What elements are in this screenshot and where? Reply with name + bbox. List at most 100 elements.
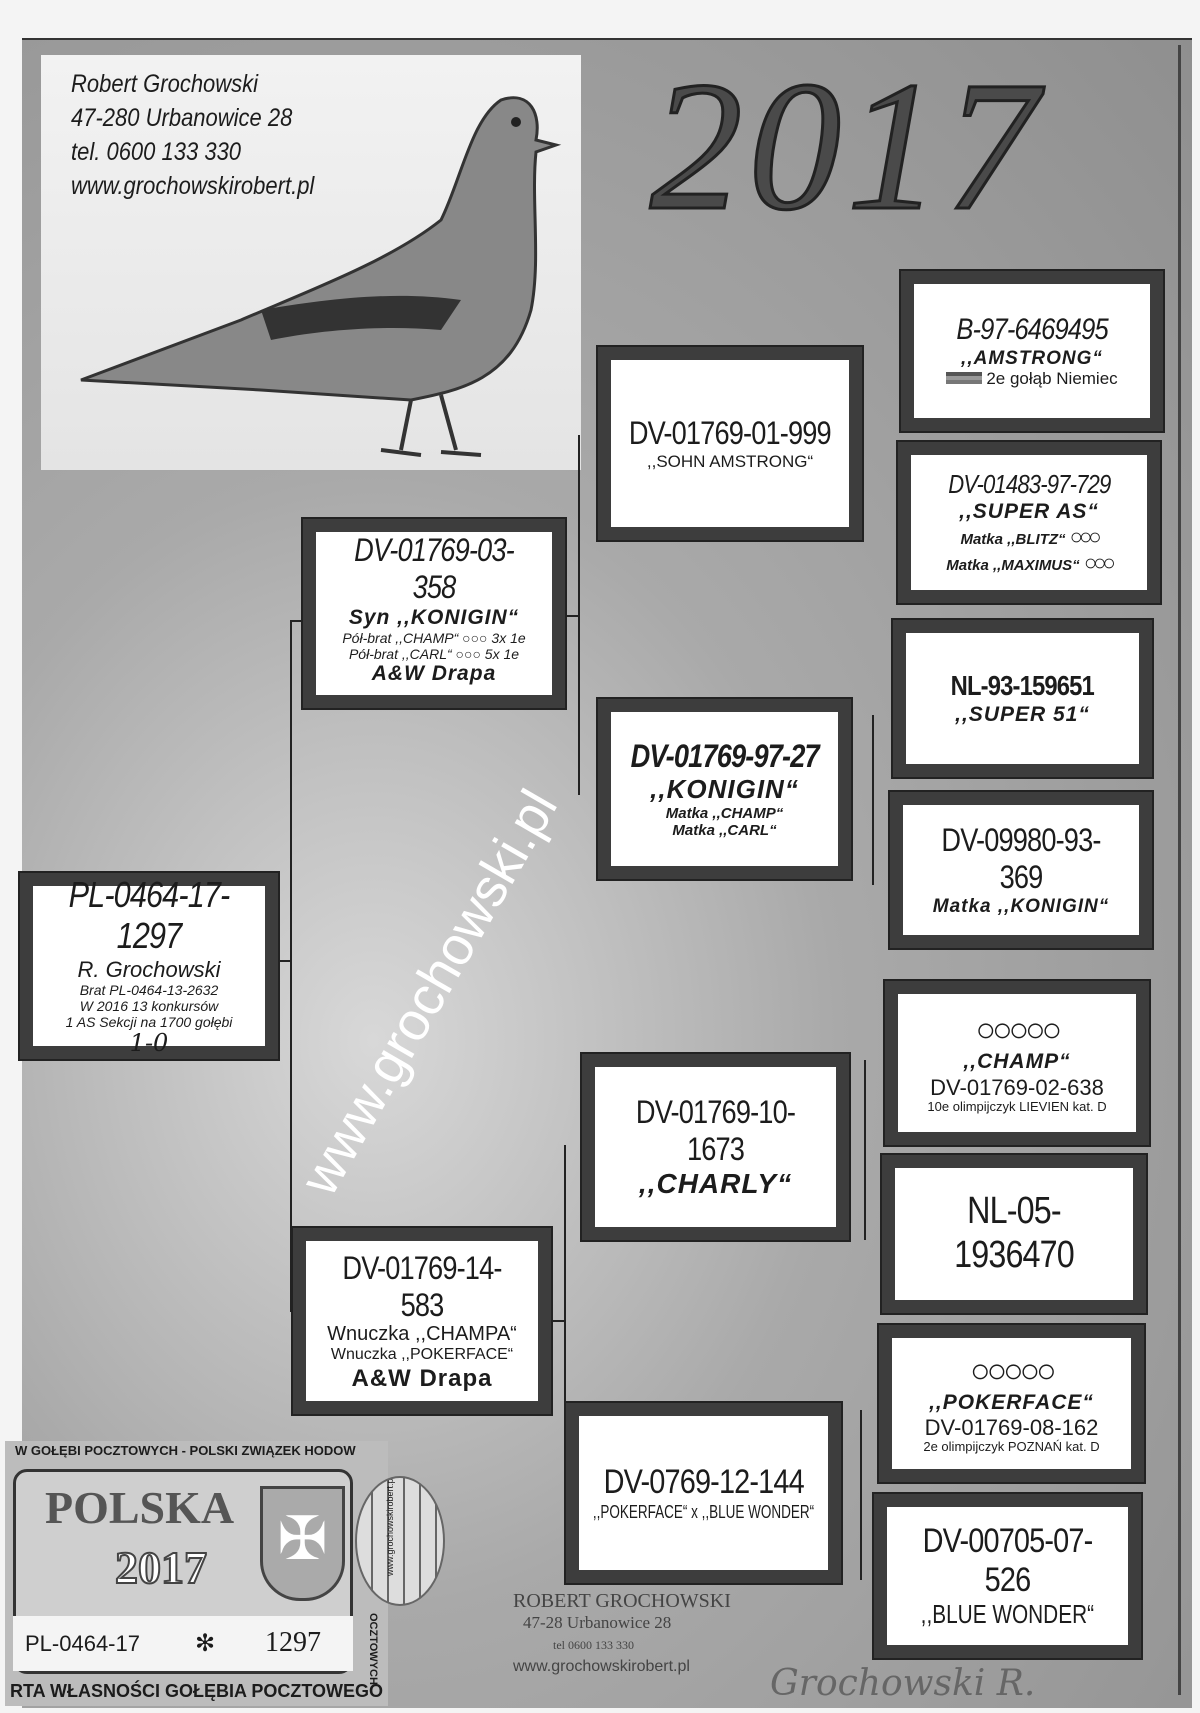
- ring-number: NL-93-159651: [950, 670, 1095, 702]
- pigeon-main: PL-0464-17-1297 R. Grochowski Brat PL-04…: [18, 871, 280, 1061]
- pigeon-sdd: DV-09980-93-369 Matka ,,KONIGIN“: [888, 790, 1154, 950]
- footer-name: ROBERT GROCHOWSKI: [513, 1590, 731, 1612]
- info-line: W 2016 13 konkursów: [79, 998, 219, 1015]
- info-line: Wnuczka ,,CHAMPA“: [327, 1323, 517, 1346]
- ring-number: DV-01769-10-1673: [635, 1094, 796, 1167]
- ring-number: DV-01769-97-27: [630, 738, 819, 775]
- pigeon-sds: NL-93-159651 ,,SUPER 51“: [891, 618, 1154, 779]
- signature: Grochowski R.: [770, 1663, 1036, 1704]
- breeder-address: 47-280 Urbanowice 28: [71, 104, 293, 132]
- pigeon-sss: B-97-6469495 ,,AMSTRONG“ 2e gołąb Niemie…: [899, 269, 1165, 433]
- connector: [864, 1060, 866, 1240]
- pigeon-name: Syn ,,KONIGIN“: [348, 605, 520, 629]
- pigeon-name: ,,BLUE WONDER“: [920, 1599, 1095, 1630]
- info-line: Pół-brat ,,CARL“ ○○○ 5x 1e: [348, 645, 520, 662]
- ring-number: DV-01483-97-729: [947, 469, 1111, 500]
- asterisk-icon: ✻: [195, 1630, 216, 1657]
- eagle-emblem-icon: ✠: [260, 1486, 345, 1601]
- footer-address: 47-28 Urbanowice 28: [523, 1613, 672, 1632]
- info-line: 1 AS Sekcji na 1700 gołębi: [65, 1014, 233, 1031]
- handwritten-note: 1-0: [129, 1029, 169, 1058]
- pigeon-dam-sire: DV-01769-10-1673 ,,CHARLY“: [580, 1052, 851, 1242]
- connector: [578, 435, 580, 795]
- pigeon-name: ,,KONIGIN“: [650, 774, 799, 805]
- breeder-header: Robert Grochowski 47-280 Urbanowice 28 t…: [41, 55, 581, 470]
- pigeon-name: ,,POKERFACE“: [929, 1390, 1094, 1414]
- connector: [290, 1310, 294, 1312]
- ring-number: DV-01769-14-583: [342, 1249, 502, 1323]
- ring-number: DV-01769-03-358: [354, 532, 514, 605]
- info-line: Wnuczka ,,POKERFACE“: [330, 1346, 514, 1364]
- footer-website: www.grochowskirobert.pl: [513, 1658, 690, 1675]
- pigeon-name: ,,AMSTRONG“: [961, 347, 1103, 369]
- connector: [278, 960, 292, 962]
- pigeon-dds: ○○○○○ ,,POKERFACE“ DV-01769-08-162 2e ol…: [877, 1323, 1146, 1484]
- info-line: Brat PL-0464-13-2632: [79, 982, 219, 999]
- info-line: Matka ,,BLITZ“: [960, 531, 1066, 549]
- connector: [564, 1145, 566, 1490]
- ring-number: DV-01769-08-162: [924, 1415, 1099, 1440]
- pigeon-sire: DV-01769-03-358 Syn ,,KONIGIN“ Pół-brat …: [301, 517, 567, 710]
- info-line: 10e olimpijczyk LIEVIEN kat. D: [927, 1098, 1107, 1114]
- pigeon-icon: [80, 96, 562, 457]
- olympic-rings-icon: ○○○: [1083, 549, 1116, 575]
- olympic-rings-icon: ○○○: [1069, 524, 1102, 550]
- stamp-top-text: W GOŁĘBI POCZTOWYCH - POLSKI ZWIĄZEK HOD…: [15, 1443, 356, 1458]
- pigeon-dam-dam: DV-0769-12-144 ,,POKERFACE“ x ,,BLUE WON…: [564, 1401, 843, 1585]
- stamp-ring-number: 1297: [265, 1627, 321, 1658]
- connector: [565, 615, 579, 617]
- breeder: A&W Drapa: [351, 1364, 493, 1392]
- breeder-website: www.grochowskirobert.pl: [71, 172, 315, 200]
- ring-number: DV-00705-07-526: [922, 1521, 1094, 1600]
- breeder-name: Robert Grochowski: [71, 70, 259, 98]
- footer-address-stamp: ROBERT GROCHOWSKI 47-28 Urbanowice 28 te…: [513, 1590, 731, 1678]
- ring-number: NL-05-1936470: [954, 1190, 1075, 1276]
- stamp-country: POLSKA: [45, 1482, 235, 1533]
- pigeon-dam: DV-01769-14-583 Wnuczka ,,CHAMPA“ Wnuczk…: [291, 1226, 553, 1416]
- connector: [551, 1320, 565, 1322]
- ring-number: DV-09980-93-369: [941, 822, 1101, 896]
- connector: [290, 620, 292, 1310]
- pigeon-name: Matka ,,KONIGIN“: [932, 895, 1110, 917]
- info-line: 2e gołąb Niemiec: [986, 369, 1118, 389]
- pigeon-name: ,,SUPER 51“: [955, 702, 1090, 726]
- german-flag-icon: [946, 372, 983, 385]
- pigeon-sire-dam: DV-01769-97-27 ,,KONIGIN“ Matka ,,CHAMP“…: [596, 697, 853, 881]
- pigeon-sire-sire: DV-01769-01-999 ,,SOHN AMSTRONG“: [596, 345, 864, 542]
- info-line: Matka ,,CARL“: [672, 822, 777, 840]
- connector: [872, 715, 874, 885]
- connector: [290, 620, 304, 622]
- frame-line: [1178, 45, 1181, 1695]
- ring-number: DV-01769-02-638: [930, 1074, 1104, 1100]
- pigeon-dss: ○○○○○ ,,CHAMP“ DV-01769-02-638 10e olimp…: [883, 979, 1151, 1147]
- info-line: Matka ,,MAXIMUS“: [946, 556, 1080, 574]
- pigeon-name: ,,SOHN AMSTRONG“: [646, 452, 814, 472]
- breeder: A&W Drapa: [371, 661, 497, 685]
- stamp-bottom-text: RTA WŁASNOŚCI GOŁĘBIA POCZTOWEGO: [10, 1681, 383, 1701]
- olympic-rings-icon: ○○○○○: [970, 1351, 1057, 1390]
- olympic-rings-icon: ○○○○○: [975, 1011, 1063, 1050]
- breeder-phone: tel. 0600 133 330: [71, 138, 242, 166]
- pigeon-dsd: NL-05-1936470: [880, 1153, 1148, 1315]
- stamp-ring-prefix: PL-0464-17: [25, 1631, 140, 1656]
- stamp-year: 2017: [114, 1541, 208, 1594]
- seal-icon: www.grochowskirobert.pl: [355, 1476, 445, 1606]
- ring-number: DV-01769-01-999: [629, 415, 832, 452]
- ring-number: PL-0464-17-1297: [68, 874, 231, 957]
- footer-phone: tel 0600 133 330: [553, 1638, 634, 1652]
- stamp-side-text: OCZTOWYCH: [367, 1613, 379, 1685]
- info-line: 2e olimpijczyk POZNAŃ kat. D: [923, 1439, 1100, 1455]
- pigeon-ssd: DV-01483-97-729 ,,SUPER AS“ Matka ,,BLIT…: [896, 440, 1162, 605]
- ring-card-stamp: W GOŁĘBI POCZTOWYCH - POLSKI ZWIĄZEK HOD…: [5, 1441, 445, 1706]
- connector: [860, 1410, 862, 1580]
- owner: R. Grochowski: [77, 956, 221, 982]
- pigeon-name: ,,SUPER AS“: [959, 500, 1099, 524]
- pigeon-name: ,,POKERFACE“ x ,,BLUE WONDER“: [592, 1502, 815, 1523]
- year-title: 2017: [649, 43, 1044, 251]
- pigeon-name: ,,CHARLY“: [638, 1167, 793, 1199]
- ring-number: B-97-6469495: [956, 313, 1108, 347]
- pigeon-name: ,,CHAMP“: [963, 1050, 1071, 1074]
- ring-number: DV-0769-12-144: [603, 1463, 804, 1502]
- pigeon-ddd: DV-00705-07-526 ,,BLUE WONDER“: [872, 1492, 1143, 1660]
- info-line: Pół-brat ,,CHAMP“ ○○○ 3x 1e: [342, 629, 526, 646]
